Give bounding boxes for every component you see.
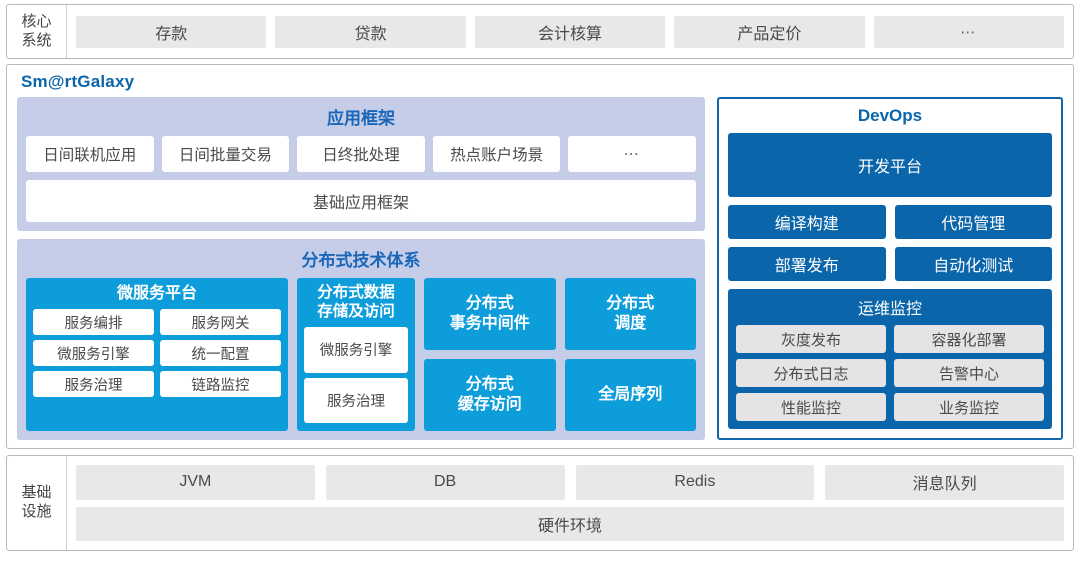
microservice-row-1: 服务编排 服务网关: [33, 309, 281, 336]
distributed-tech-columns: 微服务平台 服务编排 服务网关 微服务引擎 统一配置: [26, 278, 696, 431]
ops-monitoring-row-3: 性能监控 业务监控: [736, 393, 1044, 421]
core-systems-label-line1: 核心: [21, 12, 52, 30]
component-seq-line1: 全局序列: [598, 386, 663, 403]
ms-item-microservice-engine[interactable]: 微服务引擎: [33, 340, 154, 367]
core-systems-items: 存款 贷款 会计核算 产品定价 ⋯: [67, 5, 1073, 58]
devops-dev-platform[interactable]: 开发平台: [728, 133, 1052, 197]
component-sched-line1: 分布式: [606, 295, 655, 312]
smartgalaxy-title: Sm@rtGalaxy: [21, 72, 135, 91]
app-item-more[interactable]: ⋯: [568, 136, 696, 172]
infrastructure-band: 基础 设施 JVM DB Redis 消息队列 硬件环境: [6, 455, 1074, 551]
ops-performance-monitoring[interactable]: 性能监控: [736, 393, 886, 421]
component-sched-line2: 调度: [614, 315, 647, 332]
microservice-row-2: 微服务引擎 统一配置: [33, 340, 281, 367]
distributed-data-title-line2: 存储及访问: [317, 302, 395, 320]
app-item-daytime-online[interactable]: 日间联机应用: [26, 136, 154, 172]
infra-hardware-environment[interactable]: 硬件环境: [76, 506, 1064, 541]
devops-row-1: 编译构建 代码管理: [728, 205, 1052, 239]
devops-compile-build[interactable]: 编译构建: [728, 205, 886, 239]
microservice-platform-items: 服务编排 服务网关 微服务引擎 统一配置 服务治理 链路监控: [33, 309, 281, 423]
smartgalaxy-right-column: DevOps 开发平台 编译构建 代码管理 部署发布 自动化测试 运维监: [717, 97, 1063, 440]
core-systems-label-line2: 系统: [21, 31, 52, 49]
component-cache-line2: 缓存访问: [457, 396, 522, 413]
ops-gray-release[interactable]: 灰度发布: [736, 325, 886, 353]
smartgalaxy-columns: 应用框架 日间联机应用 日间批量交易 日终批处理 热点账户场景 ⋯ 基础应用框架…: [17, 97, 1063, 440]
ops-monitoring-row-2: 分布式日志 告警中心: [736, 359, 1044, 387]
core-system-loan[interactable]: 贷款: [275, 15, 466, 48]
core-systems-band: 核心 系统 存款 贷款 会计核算 产品定价 ⋯: [6, 4, 1074, 59]
infrastructure-label-line2: 设施: [21, 503, 52, 520]
app-item-daytime-batch[interactable]: 日间批量交易: [161, 136, 290, 172]
ops-alert-center[interactable]: 告警中心: [894, 359, 1044, 387]
microservice-row-3: 服务治理 链路监控: [33, 371, 281, 398]
devops-code-management[interactable]: 代码管理: [894, 205, 1052, 239]
devops-row-2: 部署发布 自动化测试: [728, 247, 1052, 281]
microservice-platform-box: 微服务平台 服务编排 服务网关 微服务引擎 统一配置: [26, 278, 288, 431]
distributed-tech-panel: 分布式技术体系 微服务平台 服务编排 服务网关 微服务引: [17, 239, 705, 440]
ms-item-service-governance[interactable]: 服务治理: [33, 371, 154, 398]
component-distributed-cache-access[interactable]: 分布式 缓存访问: [424, 359, 556, 431]
core-system-more[interactable]: ⋯: [873, 15, 1065, 48]
application-framework-title: 应用框架: [327, 109, 395, 128]
component-global-sequence[interactable]: 全局序列: [564, 359, 696, 431]
component-tx-line1: 分布式: [465, 295, 514, 312]
dd-item-service-governance[interactable]: 服务治理: [304, 377, 408, 423]
infrastructure-items: JVM DB Redis 消息队列: [76, 465, 1064, 500]
distributed-data-items: 微服务引擎 服务治理: [304, 327, 408, 423]
distributed-data-title-line1: 分布式数据: [317, 284, 395, 301]
infra-redis[interactable]: Redis: [575, 465, 815, 500]
devops-title: DevOps: [857, 106, 923, 125]
component-distributed-scheduling[interactable]: 分布式 调度: [564, 278, 696, 350]
ms-item-unified-config[interactable]: 统一配置: [160, 340, 281, 367]
smartgalaxy-band: Sm@rtGalaxy 应用框架 日间联机应用 日间批量交易 日终批处理 热点账…: [6, 64, 1074, 449]
ops-container-deployment[interactable]: 容器化部署: [894, 325, 1044, 353]
devops-panel: DevOps 开发平台 编译构建 代码管理 部署发布 自动化测试 运维监: [717, 97, 1063, 440]
ops-business-monitoring[interactable]: 业务监控: [894, 393, 1044, 421]
core-system-pricing[interactable]: 产品定价: [674, 15, 865, 48]
core-systems-label: 核心 系统: [7, 5, 67, 58]
ms-item-service-orchestration[interactable]: 服务编排: [33, 309, 154, 336]
dd-item-microservice-engine[interactable]: 微服务引擎: [304, 327, 408, 373]
distributed-tech-title: 分布式技术体系: [301, 251, 421, 270]
infra-db[interactable]: DB: [325, 465, 565, 500]
ms-item-service-gateway[interactable]: 服务网关: [160, 309, 281, 336]
ops-monitoring-title: 运维监控: [857, 301, 922, 318]
microservice-platform-title: 微服务平台: [116, 285, 197, 302]
distributed-data-box: 分布式数据 存储及访问 微服务引擎 服务治理: [297, 278, 415, 431]
app-item-hot-account[interactable]: 热点账户场景: [432, 136, 561, 172]
core-system-deposit[interactable]: 存款: [76, 15, 267, 48]
devops-deploy-release[interactable]: 部署发布: [728, 247, 886, 281]
component-cache-line1: 分布式: [465, 376, 514, 393]
base-application-framework[interactable]: 基础应用框架: [26, 180, 696, 222]
smartgalaxy-left-column: 应用框架 日间联机应用 日间批量交易 日终批处理 热点账户场景 ⋯ 基础应用框架…: [17, 97, 705, 440]
ops-monitoring-row-1: 灰度发布 容器化部署: [736, 325, 1044, 353]
core-system-accounting[interactable]: 会计核算: [474, 15, 666, 48]
app-item-eod-batch[interactable]: 日终批处理: [297, 136, 425, 172]
infra-message-queue[interactable]: 消息队列: [825, 465, 1064, 500]
devops-rows: 编译构建 代码管理 部署发布 自动化测试: [728, 205, 1052, 281]
ops-monitoring-box: 运维监控 灰度发布 容器化部署 分布式日志 告警中心 性能监控: [728, 289, 1052, 429]
devops-automated-testing[interactable]: 自动化测试: [894, 247, 1052, 281]
component-tx-line2: 事务中间件: [449, 315, 530, 332]
component-distributed-transaction-middleware[interactable]: 分布式 事务中间件: [424, 278, 556, 350]
ms-item-link-tracing[interactable]: 链路监控: [160, 371, 281, 398]
application-framework-panel: 应用框架 日间联机应用 日间批量交易 日终批处理 热点账户场景 ⋯ 基础应用框架: [17, 97, 705, 231]
infra-jvm[interactable]: JVM: [76, 465, 315, 500]
distributed-components-grid: 分布式 事务中间件 分布式 调度: [424, 278, 696, 431]
distributed-data-title: 分布式数据 存储及访问: [304, 284, 408, 321]
infrastructure-label-line1: 基础: [21, 484, 52, 502]
ops-monitoring-items: 灰度发布 容器化部署 分布式日志 告警中心 性能监控 业务监控: [736, 325, 1044, 421]
infrastructure-body: JVM DB Redis 消息队列 硬件环境: [67, 456, 1073, 550]
infrastructure-label: 基础 设施: [7, 456, 67, 550]
ops-distributed-logging[interactable]: 分布式日志: [736, 359, 886, 387]
application-framework-items: 日间联机应用 日间批量交易 日终批处理 热点账户场景 ⋯: [26, 136, 696, 172]
